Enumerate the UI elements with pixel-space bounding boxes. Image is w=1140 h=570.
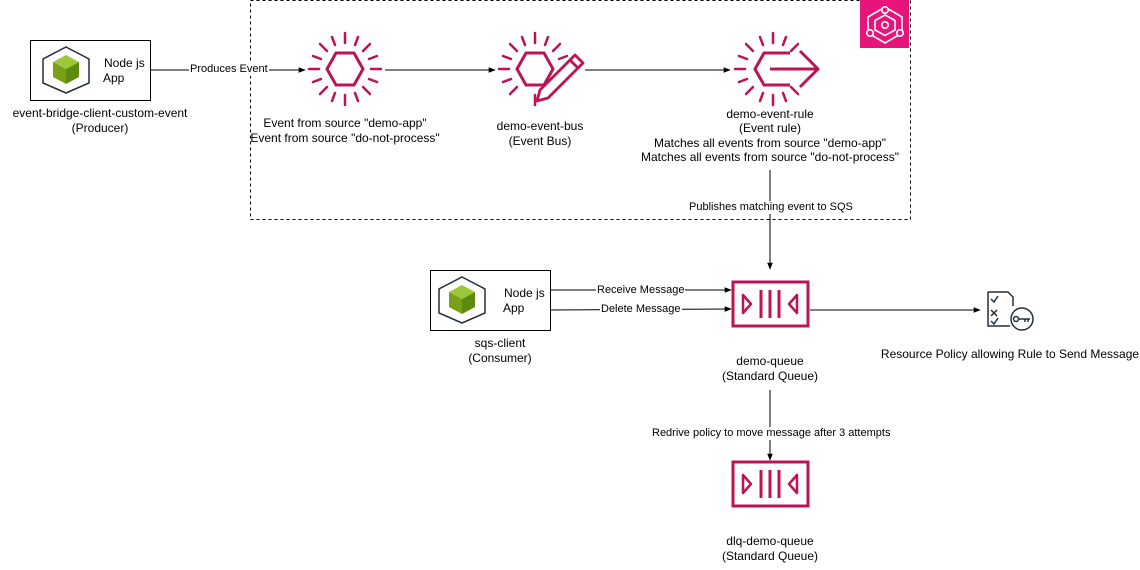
event-bus-name: demo-event-bus	[496, 119, 584, 133]
edge-label-delete: Delete Message	[600, 303, 682, 316]
queue-name: demo-queue	[736, 354, 804, 368]
event-rule-type: (Event rule)	[738, 121, 802, 135]
nodejs-package-icon	[438, 276, 486, 324]
event-rule-match-1: Matches all events from source "demo-app…	[654, 136, 886, 150]
producer-name: event-bridge-client-custom-event	[12, 106, 188, 120]
queue-type: (Standard Queue)	[721, 369, 819, 383]
nodejs-package-icon	[42, 46, 90, 94]
event-rule-name: demo-event-rule	[726, 107, 814, 121]
sqs-queue-icon	[731, 280, 810, 328]
consumer-app-box: Node js App	[430, 270, 551, 331]
event-source-label-2: Event from source "do-not-process"	[250, 131, 440, 145]
consumer-app-label-2: App	[503, 301, 525, 315]
edge-label-produces: Produces Event	[189, 63, 269, 76]
eventbridge-service-icon	[860, 0, 909, 48]
eventbridge-custom-bus-icon	[497, 31, 585, 107]
eventbridge-event-icon	[307, 31, 383, 107]
producer-role: (Producer)	[71, 121, 129, 135]
producer-app-label-1: Node js	[104, 56, 145, 70]
consumer-role: (Consumer)	[468, 351, 532, 365]
edge-label-redrive: Redrive policy to move message after 3 a…	[651, 427, 892, 440]
edge-label-receive: Receive Message	[596, 284, 686, 297]
producer-app-label-2: App	[103, 71, 125, 85]
dlq-name: dlq-demo-queue	[726, 534, 814, 548]
sqs-dlq-icon	[731, 460, 810, 508]
producer-app-box: Node js App	[30, 40, 151, 101]
dlq-type: (Standard Queue)	[721, 549, 819, 563]
consumer-name: sqs-client	[474, 336, 526, 350]
policy-label: Resource Policy allowing Rule to Send Me…	[880, 347, 1140, 361]
consumer-app-label-1: Node js	[504, 286, 545, 300]
resource-policy-icon	[987, 291, 1034, 331]
eventbridge-group-border	[250, 0, 911, 220]
event-source-label-1: Event from source "demo-app"	[263, 116, 427, 130]
event-bus-type: (Event Bus)	[508, 134, 572, 148]
eventbridge-rule-icon	[733, 31, 820, 107]
event-rule-match-2: Matches all events from source "do-not-p…	[641, 150, 899, 164]
edge-label-publishes: Publishes matching event to SQS	[688, 201, 854, 214]
